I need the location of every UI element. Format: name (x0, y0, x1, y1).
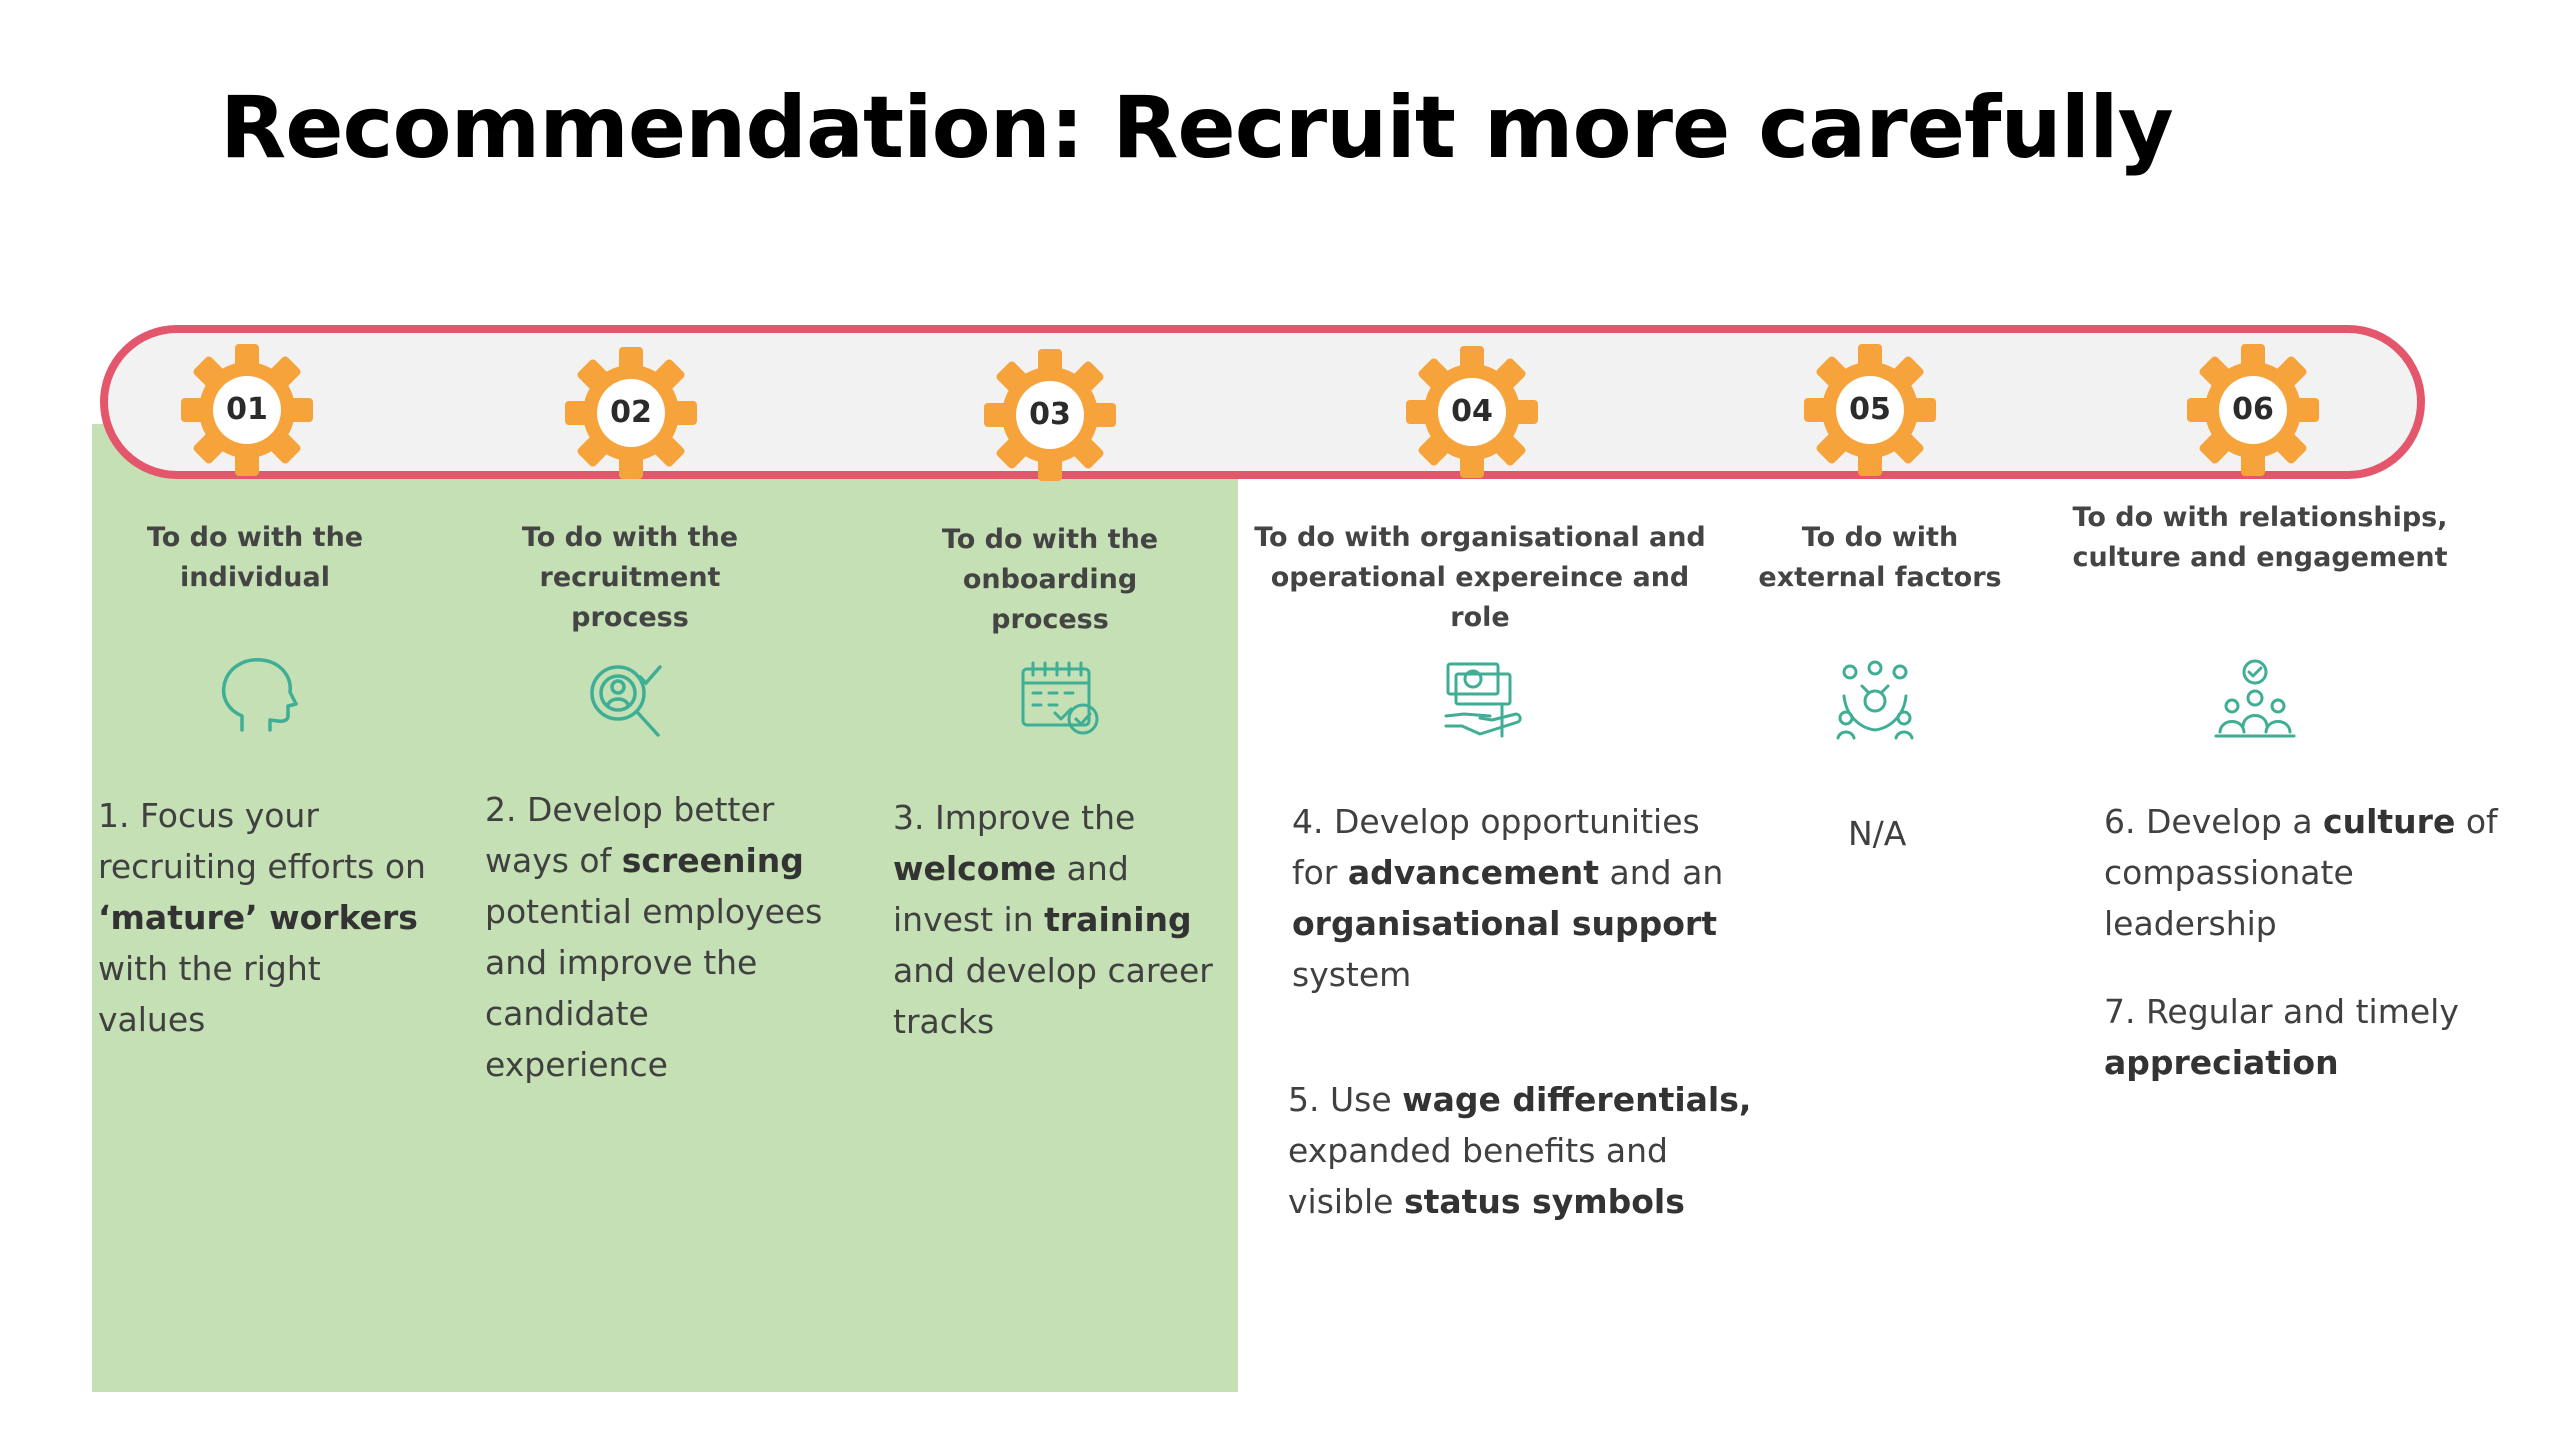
heading-line: external factors (1758, 562, 2002, 593)
rec-04: 4. Develop opportunities for advancement… (1292, 802, 1724, 994)
step-number: 02 (610, 395, 652, 430)
step-heading-01: To do with the individual (110, 518, 400, 598)
rec-05-na: N/A (1848, 814, 1907, 853)
heading-line: To do with (1801, 522, 1959, 553)
rec-05: 5. Use wage differentials, expanded bene… (1288, 1080, 1752, 1221)
rec-07: 7. Regular and timely appreciation (2104, 992, 2459, 1082)
heading-line: operational expereince and role (1270, 562, 1690, 633)
highlight-panel (92, 424, 1238, 1392)
step-gear-03: 03 (980, 345, 1120, 485)
rec-03: 3. Improve the welcome and invest in tra… (893, 798, 1213, 1041)
heading-line: To do with the (941, 524, 1159, 555)
heading-line: individual (180, 562, 330, 593)
step-number: 05 (1849, 392, 1891, 427)
step-gear-06: 06 (2183, 340, 2323, 480)
step-heading-02: To do with the recruitment process (480, 518, 780, 638)
head-icon (212, 650, 302, 740)
heading-line: recruitment (539, 562, 721, 593)
heading-line: onboarding (962, 564, 1138, 595)
heading-line: To do with the (521, 522, 739, 553)
rec-06: 6. Develop a culture of compassionate le… (2104, 802, 2498, 943)
heading-line: To do with organisational and (1254, 522, 1706, 553)
step-number: 01 (226, 392, 268, 427)
team-approval-icon (2210, 656, 2300, 746)
step-heading-03: To do with the onboarding process (900, 520, 1200, 640)
step-gear-01: 01 (177, 340, 317, 480)
rec-01: 1. Focus your recruiting efforts on ‘mat… (98, 796, 426, 1039)
heading-line: culture and engagement (2072, 542, 2448, 573)
step-heading-05: To do with external factors (1730, 518, 2030, 598)
heading-line: process (571, 602, 689, 633)
heading-line: To do with the (146, 522, 364, 553)
step-number: 06 (2232, 392, 2274, 427)
step-heading-06: To do with relationships, culture and en… (2060, 498, 2460, 578)
step-gear-05: 05 (1800, 340, 1940, 480)
step-number: 04 (1451, 394, 1493, 429)
search-candidate-icon (580, 655, 670, 745)
page-title: Recommendation: Recruit more carefully (220, 78, 2174, 178)
process-track (100, 325, 2425, 479)
step-number: 03 (1029, 397, 1071, 432)
people-exchange-icon (1830, 656, 1920, 746)
step-gear-04: 04 (1402, 342, 1542, 482)
rec-02: 2. Develop better ways of screening pote… (485, 790, 823, 1084)
heading-line: process (991, 604, 1109, 635)
step-gear-02: 02 (561, 343, 701, 483)
heading-line: To do with relationships, (2072, 502, 2448, 533)
calendar-check-icon (1015, 655, 1105, 745)
money-hand-icon (1440, 656, 1530, 746)
step-heading-04: To do with organisational and operationa… (1240, 518, 1720, 638)
